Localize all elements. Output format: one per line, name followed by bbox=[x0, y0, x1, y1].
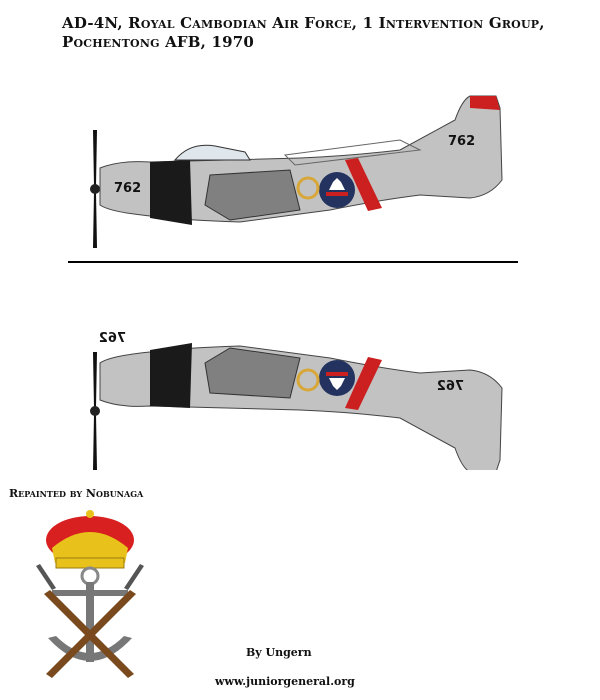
page-title-line1: AD-4N, Royal Cambodian Air Force, 1 Inte… bbox=[62, 14, 545, 32]
page-title-line2: Pochentong AFB, 1970 bbox=[62, 33, 255, 51]
nose-serial-mirrored: 762 bbox=[99, 331, 126, 346]
propeller-icon bbox=[90, 130, 100, 248]
nose-serial: 762 bbox=[114, 181, 141, 196]
repaint-credit: Repainted by Nobunaga bbox=[9, 487, 144, 500]
aircraft-side-view-top: 762 762 bbox=[90, 95, 503, 248]
tail-serial: 762 bbox=[448, 134, 475, 149]
author-credit: By Ungern bbox=[246, 646, 312, 659]
propeller-icon bbox=[90, 352, 100, 470]
aircraft-side-view-bottom: 762 762 bbox=[90, 331, 503, 470]
tail-serial-mirrored: 762 bbox=[437, 379, 464, 394]
crown-anchor-rifles-icon bbox=[36, 510, 144, 678]
divider bbox=[68, 261, 518, 263]
website-link[interactable]: www.juniorgeneral.org bbox=[215, 675, 355, 688]
